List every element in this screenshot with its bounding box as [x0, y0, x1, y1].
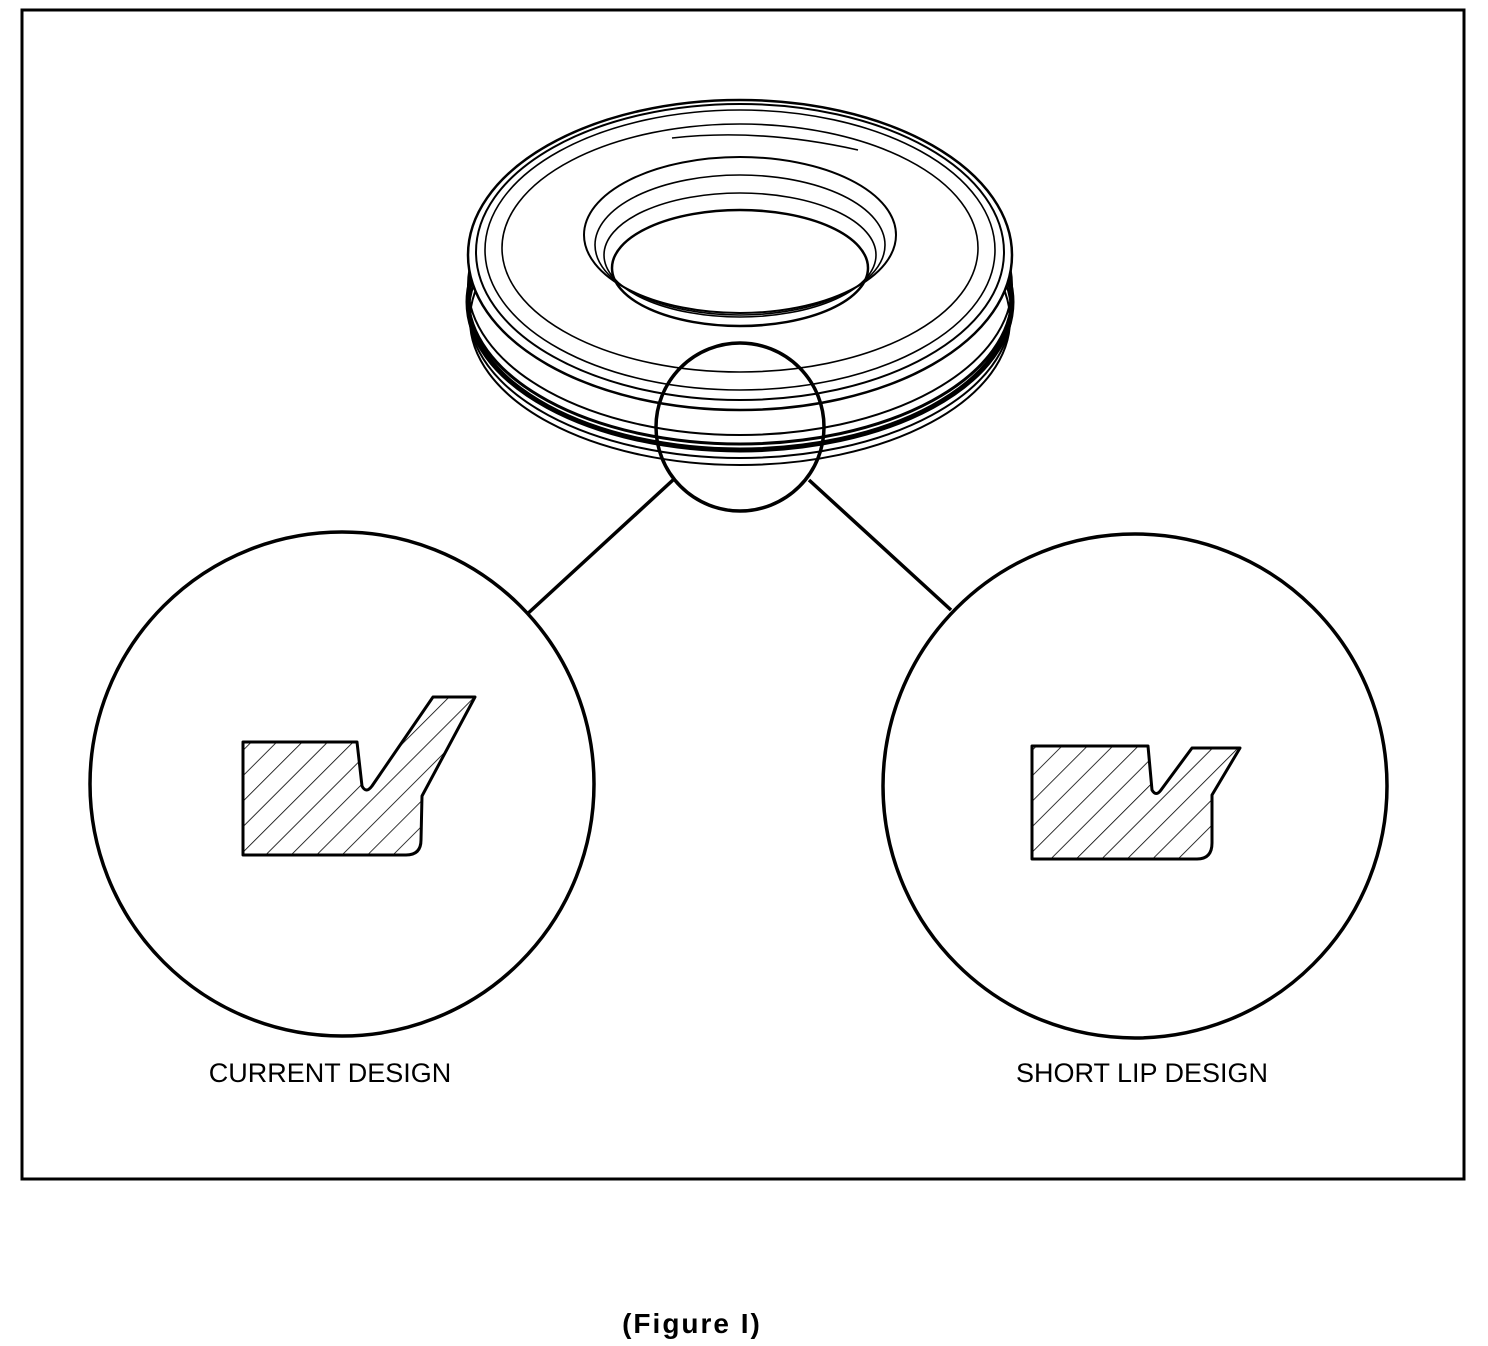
short-lip-design-label: SHORT LIP DESIGN — [1016, 1058, 1268, 1088]
current-design-label: CURRENT DESIGN — [209, 1058, 452, 1088]
short-lip-design-profile — [1030, 744, 1242, 861]
connector-right — [807, 478, 953, 612]
figure-frame — [20, 8, 1466, 1181]
current-design-profile — [241, 695, 477, 857]
figure-caption: (Figure I) — [622, 1308, 762, 1339]
connector-left — [522, 478, 675, 619]
seal-ring — [465, 98, 1015, 466]
detail-magnifier-circle — [654, 341, 826, 513]
